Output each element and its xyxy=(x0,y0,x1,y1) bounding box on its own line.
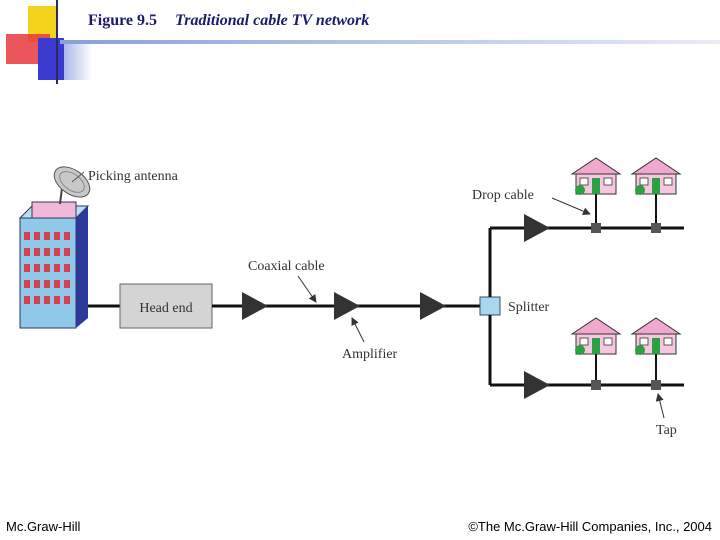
publisher-footer: Mc.Graw-Hill xyxy=(6,519,81,534)
amplifier-pointer xyxy=(351,317,365,343)
slide-corner-decoration xyxy=(0,0,100,90)
house-icon xyxy=(630,157,682,195)
house-icon xyxy=(570,317,622,355)
tap-icon xyxy=(591,380,601,390)
figure-title: Traditional cable TV network xyxy=(175,12,370,29)
tap-label: Tap xyxy=(656,423,677,438)
house-icon xyxy=(630,317,682,355)
tap-icon xyxy=(651,380,661,390)
corner-blue-block xyxy=(38,38,64,80)
title-underline xyxy=(60,40,720,44)
amplifier-icon xyxy=(242,292,268,320)
amplifier-icon xyxy=(420,292,446,320)
tap-icon xyxy=(651,223,661,233)
head-end-label: Head end xyxy=(139,301,192,316)
figure-number: Figure 9.5 xyxy=(88,12,158,29)
drop-cable-pointer xyxy=(551,197,591,215)
tap-icon xyxy=(591,223,601,233)
tap-pointer xyxy=(655,393,665,419)
picking-antenna-label: Picking antenna xyxy=(88,169,179,184)
corner-vertical-line xyxy=(56,0,58,84)
splitter-label: Splitter xyxy=(508,300,550,315)
coaxial-cable-label: Coaxial cable xyxy=(248,259,325,274)
satellite-dish-icon xyxy=(53,166,91,205)
drop-cable-label: Drop cable xyxy=(472,188,534,203)
building-icon xyxy=(18,201,90,329)
amplifier-icon xyxy=(334,292,360,320)
amplifier-label: Amplifier xyxy=(342,347,398,362)
copyright-footer: ©The Mc.Graw-Hill Companies, Inc., 2004 xyxy=(468,519,712,534)
splitter-box xyxy=(479,296,501,316)
amplifier-icon xyxy=(524,371,550,399)
figure-heading: Figure 9.5 Traditional cable TV network xyxy=(88,12,369,30)
amplifier-icon xyxy=(524,214,550,242)
coaxial-cable-pointer xyxy=(297,275,317,303)
corner-gradient-block xyxy=(64,40,92,80)
house-icon xyxy=(570,157,622,195)
head-end-box xyxy=(119,283,213,329)
